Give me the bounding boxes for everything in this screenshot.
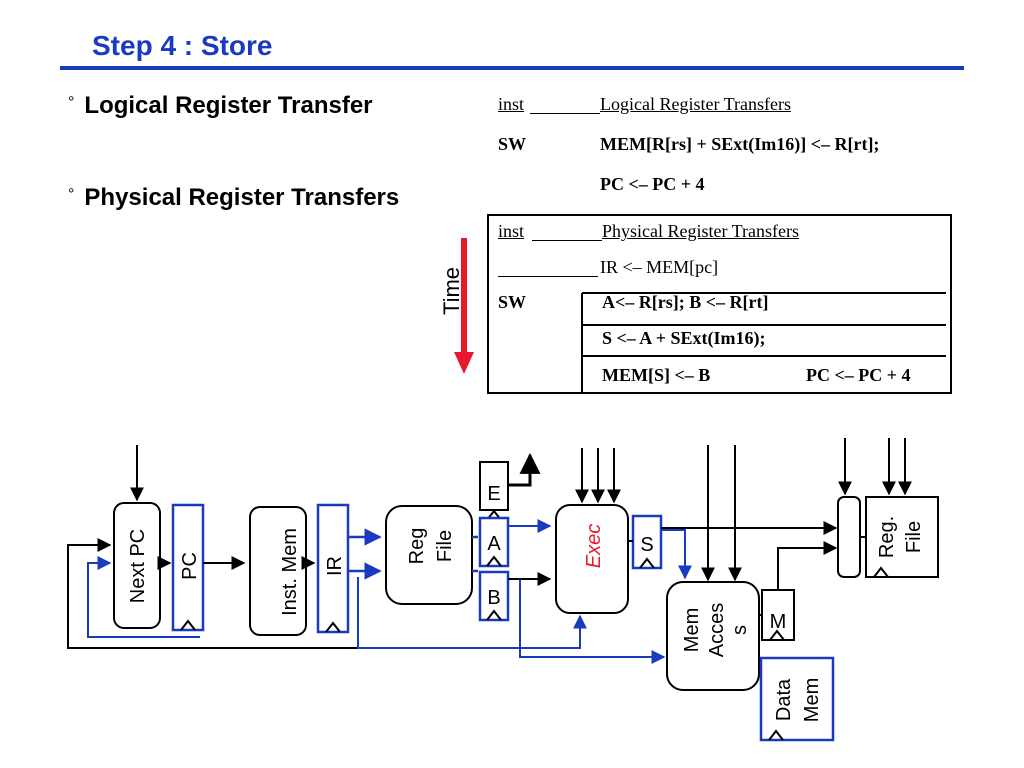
m-label: M [770, 611, 787, 633]
ir-register: IR [316, 503, 350, 634]
writeback-mux [837, 496, 861, 578]
mem-access-block: Mem Acces s [666, 581, 760, 691]
b-label: B [487, 587, 500, 609]
logical-inst-sw: SW [498, 134, 527, 154]
logical-col-transfers: Logical Register Transfers [600, 94, 791, 114]
logical-line-2: PC <– PC + 4 [600, 174, 705, 194]
reg-file-writeback-label-2: File [903, 521, 925, 553]
bullet-marker: ° [68, 94, 75, 111]
logical-line-1: MEM[R[rs] + SExt(Im16)] <– R[rt]; [600, 134, 880, 154]
reg-file-label-1: Reg [406, 528, 428, 565]
physical-fetch: IR <– MEM[pc] [600, 257, 719, 277]
mem-access-label-1: Mem [681, 608, 703, 652]
e-label: E [487, 483, 500, 505]
bullet-marker: ° [68, 186, 75, 203]
reg-file-block: Reg File [385, 505, 473, 605]
physical-row-2: S <– A + SExt(Im16); [602, 328, 766, 348]
m-register: M [761, 589, 795, 641]
a-label: A [487, 533, 501, 555]
b-register: B [478, 570, 510, 622]
m-to-mux-wire [777, 541, 838, 590]
physical-col-transfers: Physical Register Transfers [602, 221, 799, 241]
imm-to-exec-wire [357, 577, 587, 649]
physical-row-3b: PC <– PC + 4 [806, 365, 911, 385]
exec-control-wires [575, 448, 621, 504]
fetch-rule [498, 276, 598, 277]
logical-header-rule [530, 113, 600, 114]
ir-label: IR [324, 556, 346, 576]
mem-access-control-wires [701, 445, 742, 582]
bullet-physical-label: Physical Register Transfers [84, 184, 400, 211]
exec-label: Exec [583, 524, 605, 568]
bullet-physical: ° Physical Register Transfers [68, 184, 399, 212]
reg-file-writeback-block: Reg. File [865, 496, 939, 578]
mem-access-label-2: Acces [706, 603, 728, 657]
physical-table-frame [487, 214, 952, 394]
physical-col-inst: inst [498, 221, 525, 241]
reg-file-label-2: File [434, 530, 456, 562]
s-register: S [631, 514, 663, 570]
regfile-writeback-control-wires [882, 438, 912, 496]
mem-access-label-3: s [729, 625, 751, 635]
data-mem-label-2: Mem [801, 678, 823, 722]
next-pc-label: Next PC [127, 529, 149, 603]
time-arrow [454, 238, 474, 374]
physical-inst-sw: SW [498, 292, 527, 312]
logical-col-inst: inst [498, 94, 525, 114]
page-title: Step 4 : Store [92, 30, 273, 61]
next-pc-block: Next PC [113, 502, 161, 629]
data-mem-block: Data Mem [759, 656, 835, 742]
title-divider [60, 66, 964, 70]
bullet-logical-label: Logical Register Transfer [84, 92, 373, 119]
ir-to-regfile-wires [348, 528, 382, 580]
inst-mem-block: Inst. Mem [249, 506, 307, 636]
inst-mem-label: Inst. Mem [279, 528, 301, 616]
e-output-wire [508, 452, 541, 487]
physical-table-steps [581, 292, 946, 392]
s-to-mem-access-wire [661, 529, 692, 580]
a-register: A [478, 516, 510, 568]
b-to-mem-access-wire [519, 579, 666, 664]
s-label: S [640, 534, 653, 556]
pc-to-next-pc-feedback-wire [87, 556, 200, 638]
physical-header-rule [532, 240, 602, 241]
physical-row-1: A<– R[rs]; B <– R[rt] [602, 292, 769, 312]
pc-label: PC [179, 552, 201, 580]
reg-file-writeback-label-1: Reg. [876, 516, 898, 558]
ir-to-next-pc-feedback-wire [67, 538, 359, 649]
exec-block: Exec [555, 504, 629, 614]
data-mem-label-1: Data [773, 678, 795, 721]
bullet-logical: ° Logical Register Transfer [68, 92, 373, 120]
pc-register: PC [171, 503, 205, 632]
physical-row-3a: MEM[S] <– B [602, 365, 711, 385]
e-register: E [479, 461, 509, 521]
